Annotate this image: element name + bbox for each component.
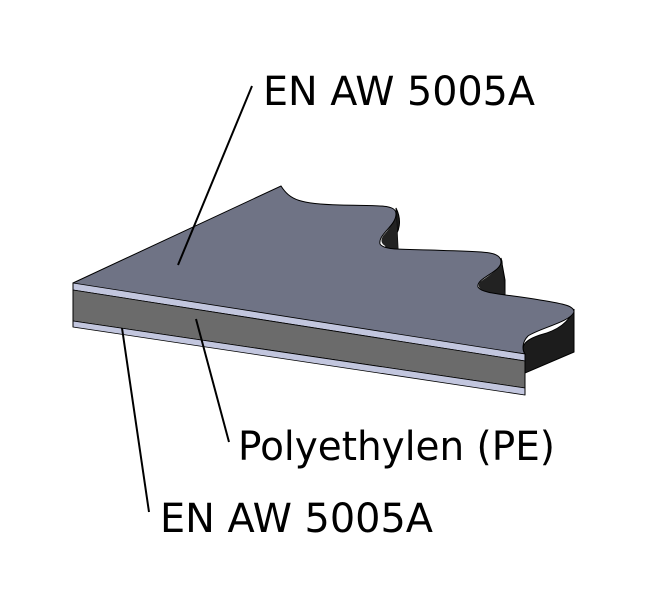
label-core: Polyethylen (PE) [238, 424, 555, 470]
notch-shadow-1 [381, 208, 398, 249]
label-top-skin: EN AW 5005A [263, 69, 536, 115]
leader-line-top-skin [177, 85, 253, 266]
leader-line-bottom-skin [121, 327, 150, 513]
panel-top-face [72, 185, 575, 355]
label-bottom-skin: EN AW 5005A [160, 496, 434, 542]
leader-line-core [195, 318, 230, 443]
